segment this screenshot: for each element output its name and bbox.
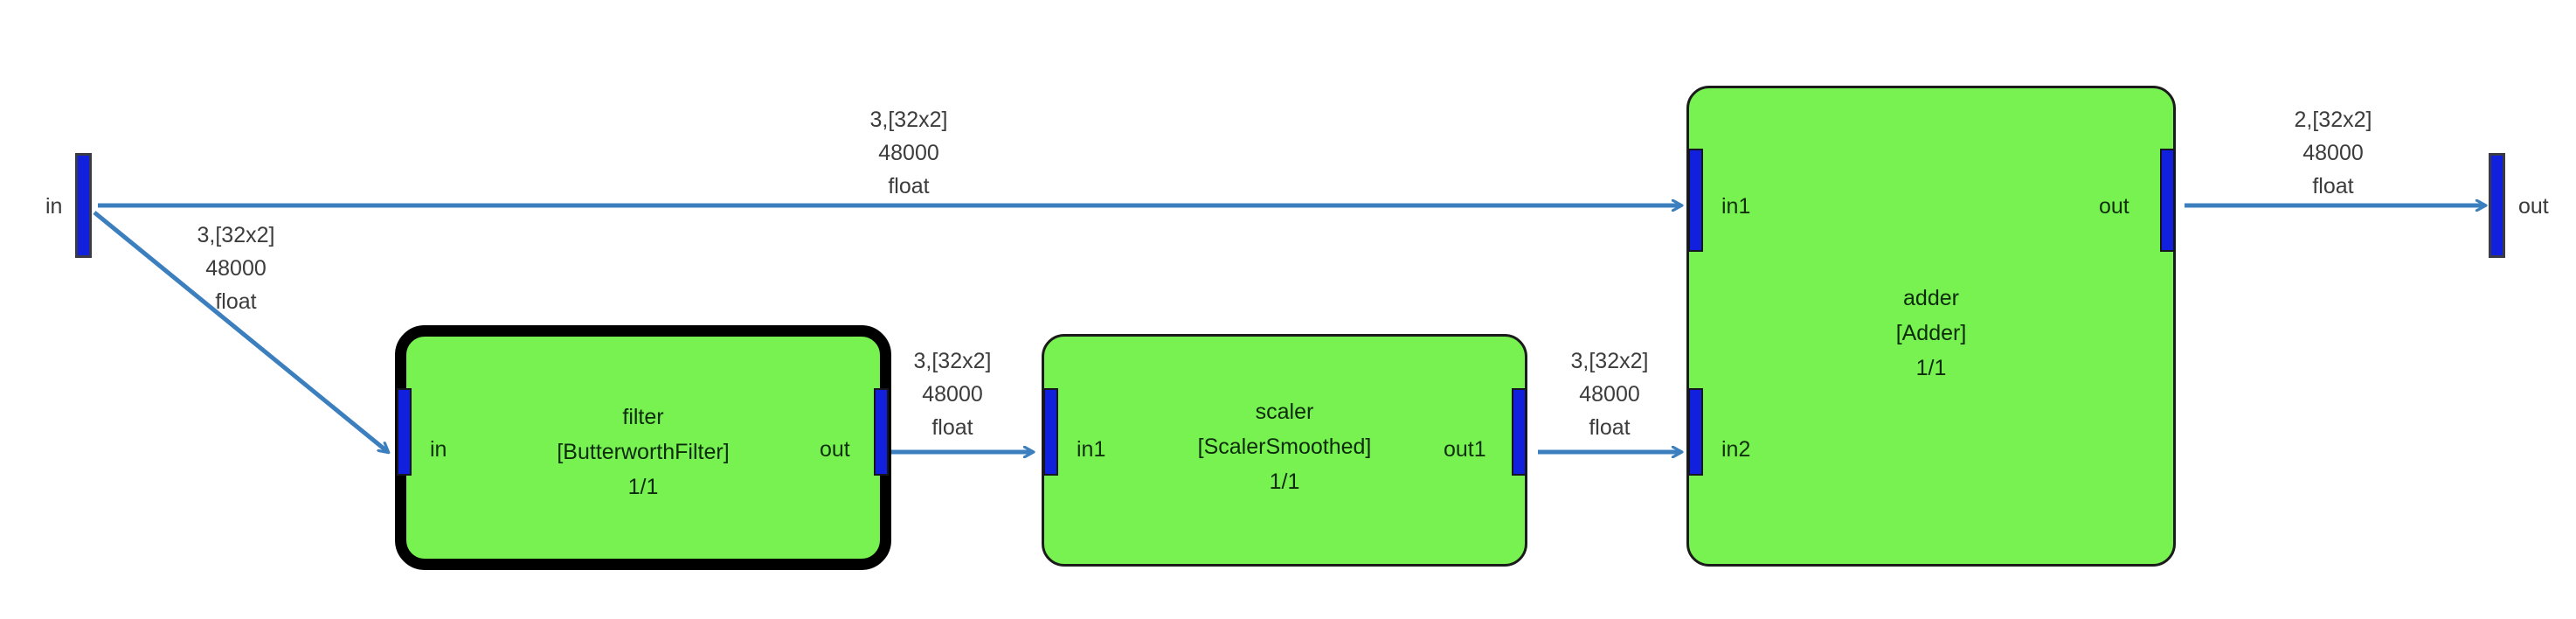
block-adder-port-out[interactable] — [2160, 149, 2175, 252]
block-filter-port-in[interactable] — [397, 388, 412, 476]
edge-label-adder-out-to-out: 2,[32x2] 48000 float — [2185, 103, 2482, 203]
block-scaler[interactable]: scaler [ScalerSmoothed] 1/1 — [1042, 334, 1527, 567]
block-scaler-port-in1[interactable] — [1043, 388, 1058, 476]
block-scaler-name: scaler — [1255, 400, 1314, 424]
edge-label-line2: 48000 — [878, 141, 939, 165]
block-filter[interactable]: filter [ButterworthFilter] 1/1 — [395, 325, 891, 570]
wire-in-to-filter-in — [93, 211, 388, 452]
block-filter-name: filter — [622, 405, 664, 429]
edge-label-in-to-adder-in1: 3,[32x2] 48000 float — [760, 103, 1057, 203]
block-scaler-type: [ScalerSmoothed] — [1197, 435, 1372, 459]
edge-label-line2: 48000 — [2302, 141, 2364, 165]
block-adder-ratio: 1/1 — [1915, 356, 1947, 380]
block-adder-name: adder — [1903, 286, 1959, 310]
edge-label-line3: float — [215, 289, 257, 314]
edge-label-line1: 3,[32x2] — [197, 223, 275, 247]
block-adder-port-in1[interactable] — [1688, 149, 1703, 252]
edge-label-line3: float — [2312, 174, 2354, 198]
edge-label-line1: 3,[32x2] — [869, 108, 948, 132]
edge-label-in-to-filter-in: 3,[32x2] 48000 float — [87, 219, 384, 318]
block-scaler-port-out1[interactable] — [1512, 388, 1527, 476]
block-filter-port-out[interactable] — [874, 388, 889, 476]
block-filter-ratio: 1/1 — [627, 475, 659, 499]
io-port-out[interactable] — [2489, 153, 2505, 258]
edge-label-line3: float — [888, 174, 930, 198]
edge-label-line2: 48000 — [205, 256, 267, 281]
block-filter-type: [ButterworthFilter] — [557, 440, 730, 464]
block-adder-type: [Adder] — [1895, 321, 1967, 345]
block-scaler-ratio: 1/1 — [1269, 469, 1300, 494]
io-port-in-label: in — [45, 194, 63, 219]
io-port-in[interactable] — [75, 153, 92, 258]
block-adder[interactable]: adder [Adder] 1/1 — [1686, 86, 2176, 567]
edge-label-line1: 2,[32x2] — [2294, 108, 2372, 132]
block-adder-port-in2[interactable] — [1688, 388, 1703, 476]
io-port-out-label: out — [2518, 194, 2549, 219]
